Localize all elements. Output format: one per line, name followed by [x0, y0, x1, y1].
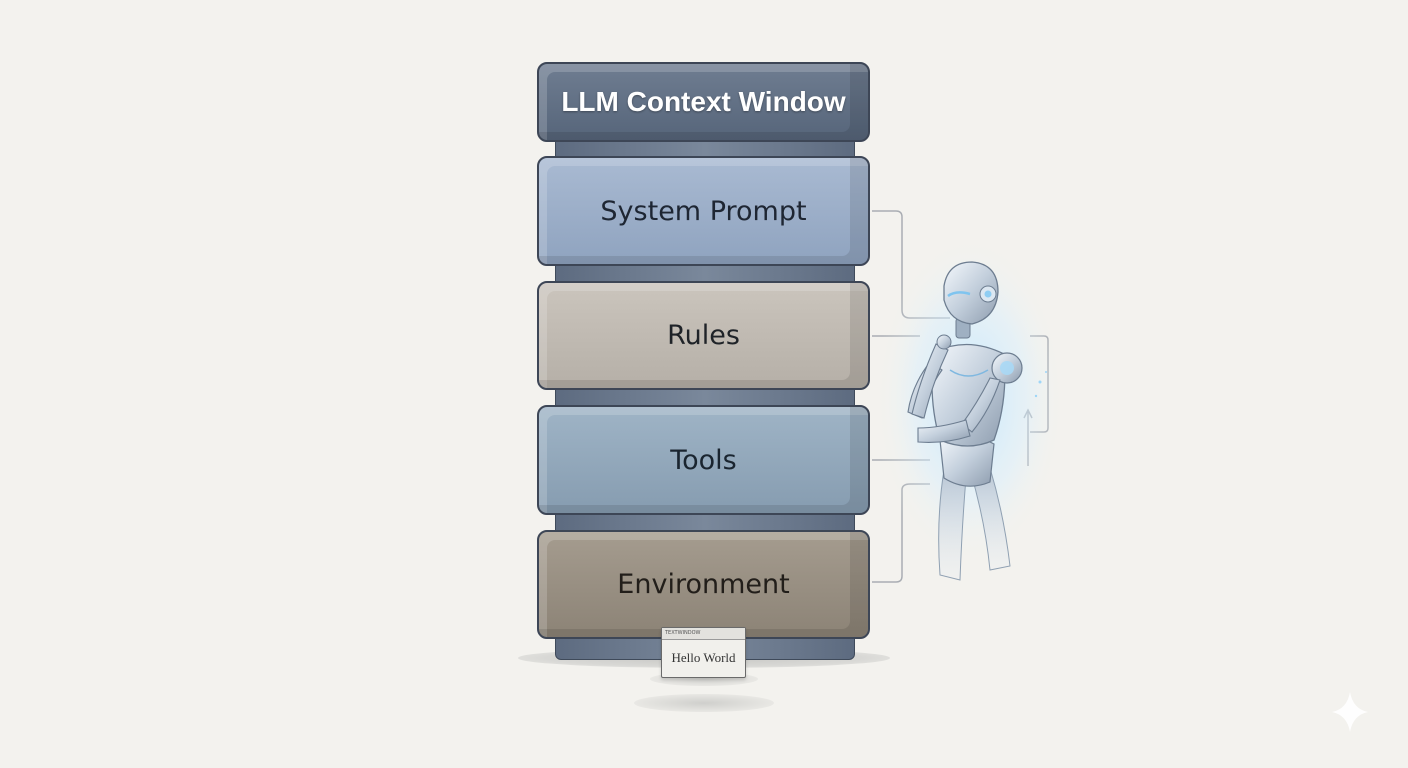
text-window-card: TEXTWINDOW Hello World — [661, 627, 746, 678]
layer-system-prompt-label: System Prompt — [600, 195, 807, 227]
layer-system-prompt: System Prompt — [537, 156, 870, 266]
ground-shadow — [634, 694, 774, 712]
text-window-titlebar: TEXTWINDOW — [662, 628, 745, 640]
text-window-content: Hello World — [671, 650, 736, 665]
layer-environment: Environment — [537, 530, 870, 639]
layer-tools-label: Tools — [670, 444, 737, 476]
layer-tools: Tools — [537, 405, 870, 515]
layer-rules: Rules — [537, 281, 870, 390]
robot-thinking-icon — [875, 235, 1065, 581]
context-window-title: LLM Context Window — [537, 62, 870, 142]
layer-environment-label: Environment — [617, 569, 790, 600]
layer-rules-label: Rules — [667, 320, 740, 351]
context-window-title-text: LLM Context Window — [561, 86, 846, 117]
sparkle-icon — [1332, 692, 1368, 732]
